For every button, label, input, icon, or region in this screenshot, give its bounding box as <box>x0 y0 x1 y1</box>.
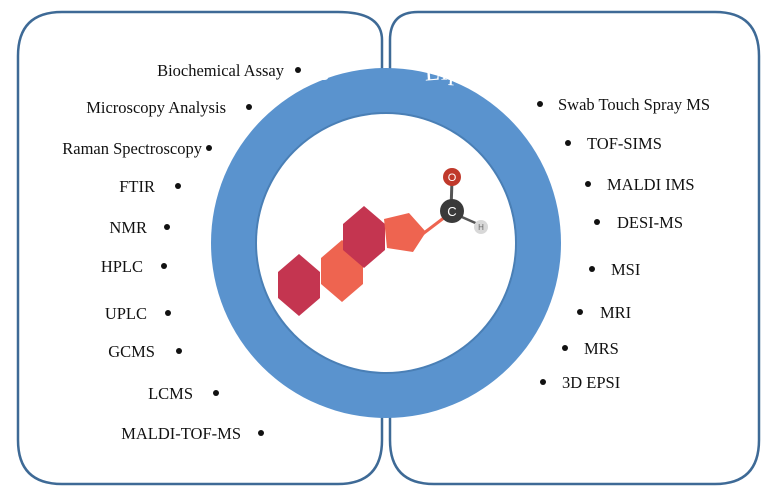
left-item-label: HPLC <box>101 257 143 276</box>
left-item-label: Biochemical Assay <box>157 61 285 80</box>
right-item-label: 3D EPSI <box>562 373 620 392</box>
left-item-label: UPLC <box>105 304 147 323</box>
left-item-bullet <box>213 390 219 396</box>
hexagon-dark-left <box>278 254 320 316</box>
left-item-bullet <box>246 104 252 110</box>
right-item-bullet <box>540 379 546 385</box>
right-item-label: DESI-MS <box>617 213 683 232</box>
hydrogen-atom <box>474 220 488 234</box>
ring-inner-border <box>255 112 517 374</box>
carbon-label: C <box>447 204 456 219</box>
left-item-bullet <box>206 145 212 151</box>
left-item-bullet <box>258 430 264 436</box>
right-item-bullet <box>537 101 543 107</box>
left-item-label: LCMS <box>148 384 193 403</box>
left-item-bullet <box>161 263 167 269</box>
right-item-label: MALDI IMS <box>607 175 695 194</box>
right-item-label: MRI <box>600 303 631 322</box>
right-item-bullet <box>594 219 600 225</box>
left-item-label: Microscopy Analysis <box>86 98 226 117</box>
hexagon-dark-upper <box>343 206 385 268</box>
ring-center <box>257 114 515 372</box>
right-item-bullet <box>562 345 568 351</box>
right-technique-list: Swab Touch Spray MS TOF-SIMS MALDI IMS D… <box>537 95 710 392</box>
left-item-label: GCMS <box>108 342 155 361</box>
right-item-label: MRS <box>584 339 619 358</box>
left-item-label: Raman Spectroscopy <box>62 139 203 158</box>
left-item-label: NMR <box>109 218 147 237</box>
pentagon-light <box>384 213 426 252</box>
left-item-bullet <box>165 310 171 316</box>
right-item-label: Swab Touch Spray MS <box>558 95 710 114</box>
right-item-label: TOF-SIMS <box>587 134 662 153</box>
right-item-bullet <box>577 309 583 315</box>
right-item-bullet <box>565 140 571 146</box>
left-item-bullet <box>164 224 170 230</box>
left-item-label: MALDI-TOF-MS <box>121 424 241 443</box>
right-item-label: MSI <box>611 260 640 279</box>
oxygen-atom <box>443 168 461 186</box>
oxygen-label: O <box>448 172 457 184</box>
right-item-bullet <box>585 181 591 187</box>
hydrogen-label: H <box>478 223 484 232</box>
left-item-label: FTIR <box>119 177 155 196</box>
left-item-bullet <box>295 67 301 73</box>
left-item-bullet <box>176 348 182 354</box>
left-item-bullet <box>175 183 181 189</box>
left-technique-list: Biochemical Assay Microscopy Analysis Ra… <box>62 61 301 443</box>
carbon-atom <box>440 199 464 223</box>
molecule-illustration: O C H <box>278 168 488 316</box>
right-item-bullet <box>589 266 595 272</box>
